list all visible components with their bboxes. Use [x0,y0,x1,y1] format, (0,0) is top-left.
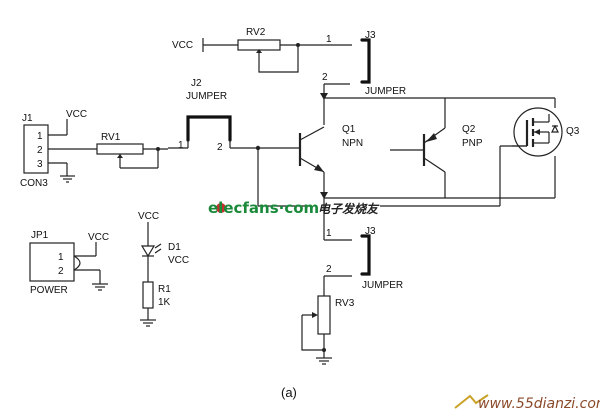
rv3-potentiometer [301,295,332,365]
site-watermark-logo [454,394,489,409]
rv2-potentiometer [202,38,352,73]
watermark-brand: elecfans·com [208,199,319,217]
d1-value: VCC [168,255,189,266]
jp1-power-connector [29,242,108,291]
bottom-bus-wire [320,188,555,240]
rv2-label: RV2 [246,27,266,38]
j3-bottom-type: JUMPER [362,280,403,291]
q3-mosfet [499,98,563,206]
rv1-potentiometer [96,143,168,169]
elecfans-logo [216,203,226,213]
j1-pin2: 2 [37,145,43,156]
j3-top-pin1: 1 [326,34,332,45]
d1-vcc-label: VCC [138,211,159,222]
j3-top-label: J3 [365,30,376,41]
r1-value: 1K [158,297,171,308]
r1-label: R1 [158,284,171,295]
j3-bottom-pin1: 1 [326,228,332,239]
j3-top-type: JUMPER [365,86,406,97]
j1-vcc-label: VCC [66,109,87,120]
j2-pin1: 1 [178,140,184,151]
j3-bottom-label: J3 [365,226,376,237]
jp1-label: JP1 [31,230,49,241]
watermark-brand-cn: 电子发烧友 [318,202,380,216]
q2-label: Q2 [462,124,476,135]
j1-connector [23,119,97,183]
j3-bottom-jumper [323,234,371,296]
jp1-type: POWER [30,285,68,296]
j2-type: JUMPER [186,91,227,102]
rv3-label: RV3 [335,298,355,309]
q2-pnp-transistor [390,120,446,198]
figure-caption: (a) [281,385,297,400]
j3-top-jumper [324,38,371,85]
d1-label: D1 [168,242,181,253]
j2-label: J2 [191,78,202,89]
jp1-pin2: 2 [58,266,64,277]
j1-label: J1 [22,113,33,124]
j2-pin2: 2 [217,142,223,153]
jp1-pin1: 1 [58,252,64,263]
top-bus-wire [320,84,555,125]
q3-label: Q3 [566,126,580,137]
q1-npn-transistor [298,126,325,188]
j1-type: CON3 [20,178,48,189]
j1-pin1: 1 [37,131,43,142]
base-drive-wire [255,145,312,207]
j2-jumper [168,115,300,149]
j3-bottom-pin2: 2 [326,264,332,275]
d1-led-r1-branch [140,222,162,327]
watermark-site: www.55dianzi.com [478,396,600,412]
q1-type: NPN [342,138,363,149]
rv2-vcc-label: VCC [172,40,193,51]
q2-type: PNP [462,138,483,149]
j1-pin3: 3 [37,159,43,170]
q1-label: Q1 [342,124,356,135]
rv1-label: RV1 [101,132,121,143]
j3-top-pin2: 2 [322,72,328,83]
jp1-vcc-label: VCC [88,232,109,243]
